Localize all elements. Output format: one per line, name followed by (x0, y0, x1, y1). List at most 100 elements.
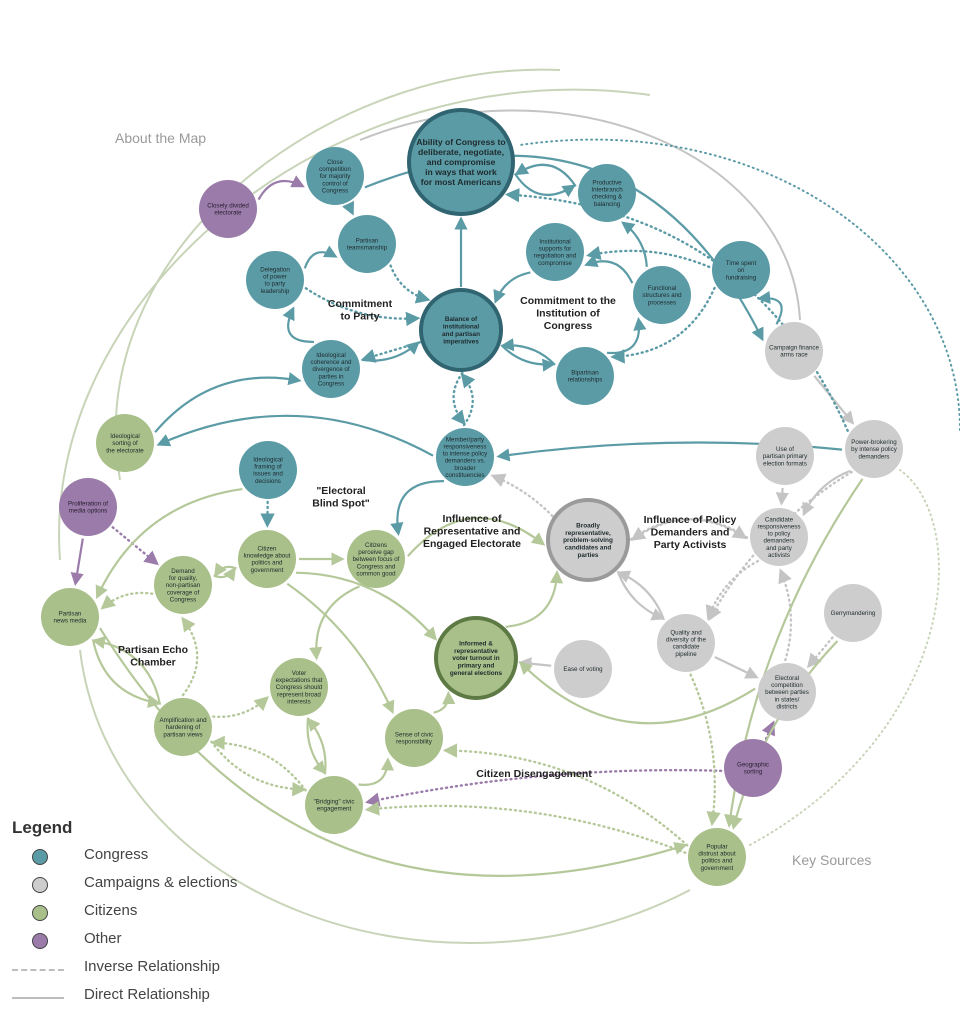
legend-dashed-line (12, 969, 64, 971)
edge-functional-to-interbranch (623, 223, 647, 267)
legend-swatch-citizens (32, 905, 48, 921)
node-easevote-label: Ease of voting (563, 666, 603, 673)
legend-label: Inverse Relationship (84, 958, 220, 975)
region-label-disengage: Citizen Disengagement (476, 768, 592, 780)
key-sources-link[interactable]: Key Sources (792, 852, 871, 868)
edge-responsive-to-ideosort (159, 416, 433, 456)
legend-solid-line (12, 997, 64, 999)
edge-amplify-to-voterexp (213, 698, 267, 717)
edge-bipartisan-to-functional (607, 320, 639, 353)
edge-ability-to-interbranch (515, 173, 574, 195)
legend-label: Other (84, 930, 122, 947)
legend-item-inverse-relationship: Inverse Relationship (12, 958, 312, 986)
edge-responsive-to-balance (462, 375, 472, 425)
edge-easevote-to-informed (521, 663, 551, 666)
legend-swatch-congress (32, 849, 48, 865)
edge-broadly-to-quality (618, 571, 663, 618)
edge-primary-to-candresp (782, 488, 783, 503)
edge-ideosort-to-coherence (155, 378, 299, 433)
edge-quality-to-distrust (691, 675, 715, 824)
legend-label: Congress (84, 846, 148, 863)
edge-amplify-to-bridging (211, 742, 303, 790)
edge-broadly-to-responsive (493, 476, 552, 516)
legend-item-direct-relationship: Direct Relationship (12, 986, 312, 1014)
legend-swatch-other (32, 933, 48, 949)
edge-functional-to-supports (587, 261, 633, 283)
node-gerry[interactable]: Gerrymandering (824, 584, 882, 642)
edge-close-to-teamship (349, 205, 353, 213)
edge-amplify-to-demand (183, 619, 197, 695)
legend-item-citizens: Citizens (12, 902, 312, 930)
node-easevote[interactable]: Ease of voting (554, 640, 612, 698)
edge-interbranch-to-ability (517, 165, 576, 187)
legend-title: Legend (12, 818, 312, 838)
edge-quality-to-broadly (619, 573, 664, 620)
edge-balance-to-coherence (364, 342, 420, 359)
legend-swatch-campaigns (32, 877, 48, 893)
edge-distrust-to-civicresp (446, 750, 688, 845)
edge-fundraising-to-supports (589, 251, 709, 267)
about-map-link[interactable]: About the Map (115, 130, 206, 146)
edge-teamship-to-balance (391, 266, 428, 300)
relationship-edges (59, 70, 960, 943)
legend-label: Citizens (84, 902, 137, 919)
edge-demand-to-newsmedia (103, 593, 152, 608)
legend-label: Direct Relationship (84, 986, 210, 1003)
node-gerry-label: Gerrymandering (831, 610, 876, 617)
edge-gerry-to-electcomp (809, 638, 833, 666)
edge-divided-to-close (259, 181, 303, 200)
edge-coherence-to-delegation (288, 309, 314, 342)
